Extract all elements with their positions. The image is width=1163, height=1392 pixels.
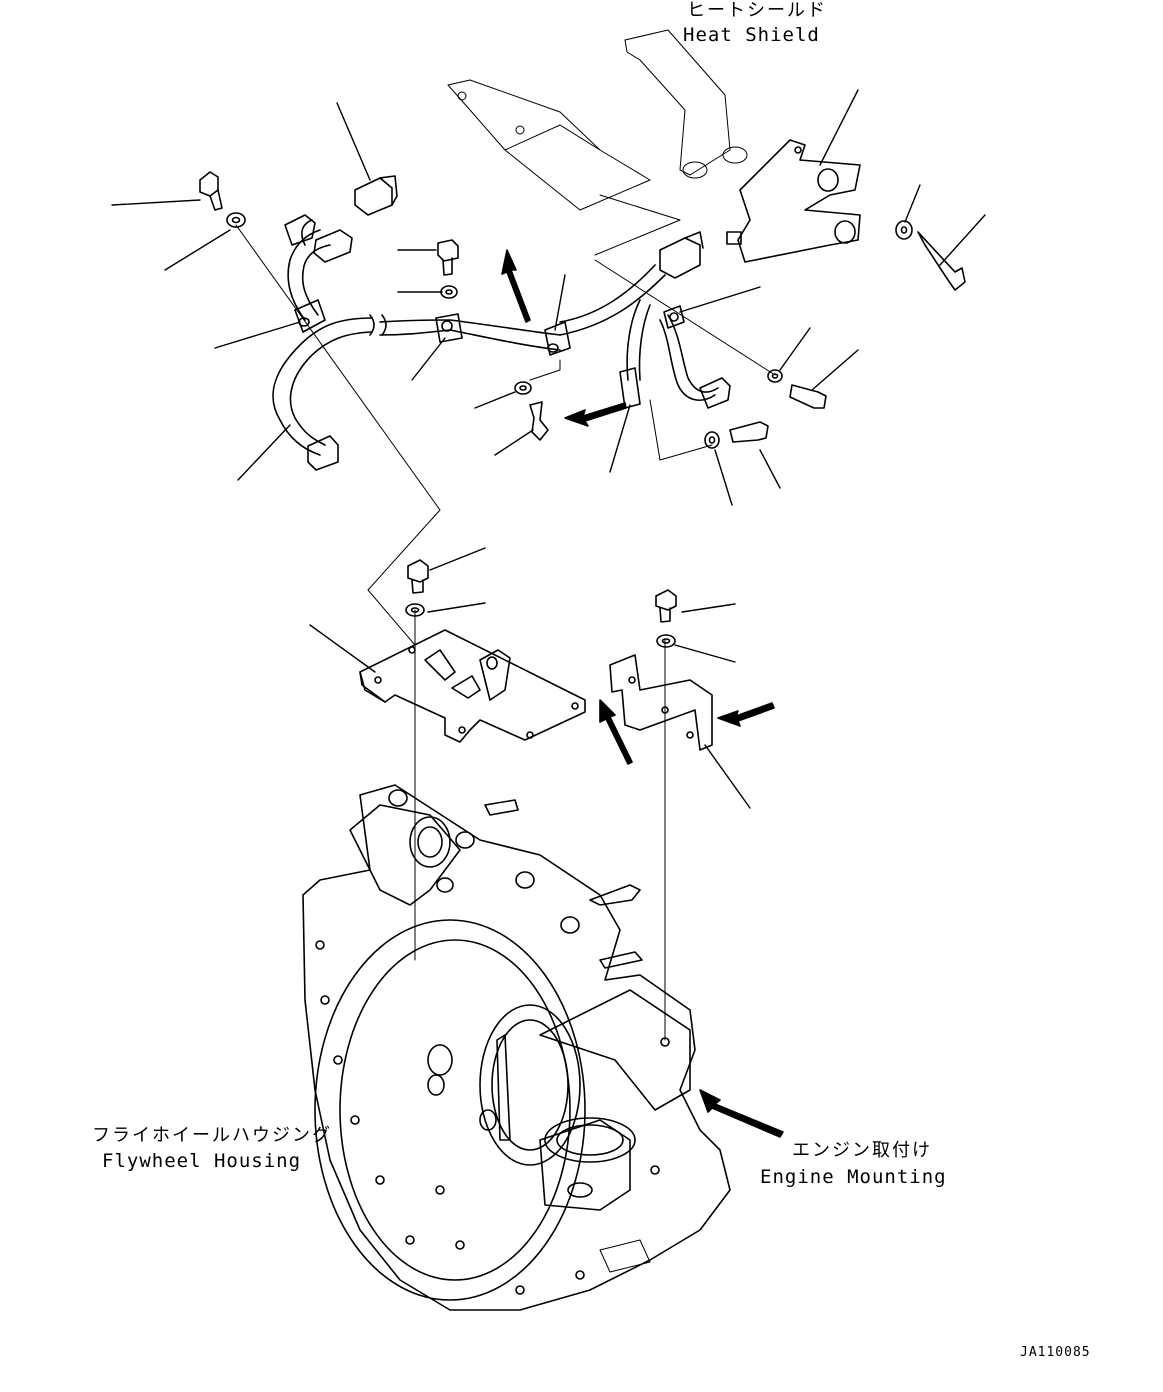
phantom-lines	[235, 194, 776, 1041]
bolt-washer-mid-left	[405, 559, 429, 617]
flywheel-housing-label-jp: フライホイールハウジング	[92, 1125, 332, 1146]
mounting-bracket-right	[609, 654, 713, 751]
engine-mounting-label-en: Engine Mounting	[760, 1166, 947, 1188]
engine-mounting-label-jp: エンジン取付け	[792, 1140, 932, 1161]
harness-clips	[294, 299, 685, 356]
heat-shield-label-jp: ヒートシールド	[687, 0, 827, 21]
heat-shield-label-en: Heat Shield	[683, 24, 820, 46]
callout-leaders	[111, 89, 986, 809]
heat-shield-outline	[447, 29, 748, 211]
wiring-harness	[272, 219, 719, 456]
clamp-bracket-right	[726, 139, 861, 263]
flywheel-housing	[302, 784, 731, 1311]
mounting-plate-left	[359, 629, 586, 743]
bolt-washer-mid-right	[655, 589, 677, 648]
drawing-code: JA110085	[1020, 1345, 1091, 1360]
harness-connectors	[284, 175, 731, 471]
flywheel-housing-label-en: Flywheel Housing	[102, 1150, 302, 1172]
direction-arrows	[501, 249, 784, 1138]
